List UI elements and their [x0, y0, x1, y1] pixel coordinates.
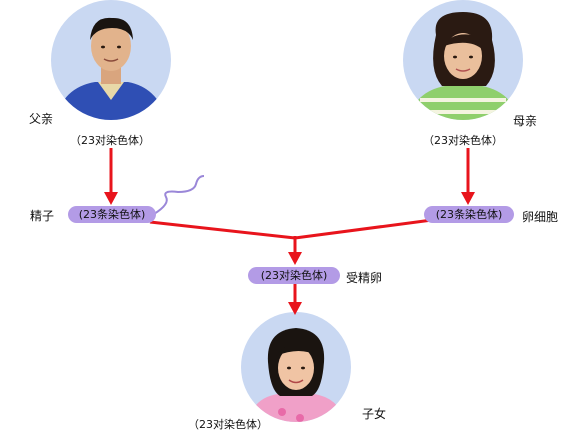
mother-portrait [403, 0, 523, 120]
egg-chromosomes-pill: (23条染色体) [424, 206, 514, 223]
zygote-label: 受精卵 [346, 271, 383, 285]
sperm-label: 精子 [30, 209, 55, 223]
mother-chromosomes: （23对染色体） [423, 134, 503, 147]
child-label: 子女 [362, 407, 387, 421]
egg-label: 卵细胞 [522, 210, 559, 224]
child-chromosomes: （23对染色体） [188, 418, 268, 431]
sperm-chromosomes-pill: (23条染色体) [68, 206, 156, 223]
zygote-chromosomes-pill: (23对染色体) [248, 267, 340, 284]
child-portrait [241, 312, 351, 422]
father-chromosomes: （23对染色体） [70, 134, 150, 147]
father-label: 父亲 [29, 112, 54, 126]
arrows [104, 148, 475, 315]
sperm-tail [153, 175, 205, 215]
father-portrait [51, 0, 171, 120]
mother-label: 母亲 [513, 114, 538, 128]
